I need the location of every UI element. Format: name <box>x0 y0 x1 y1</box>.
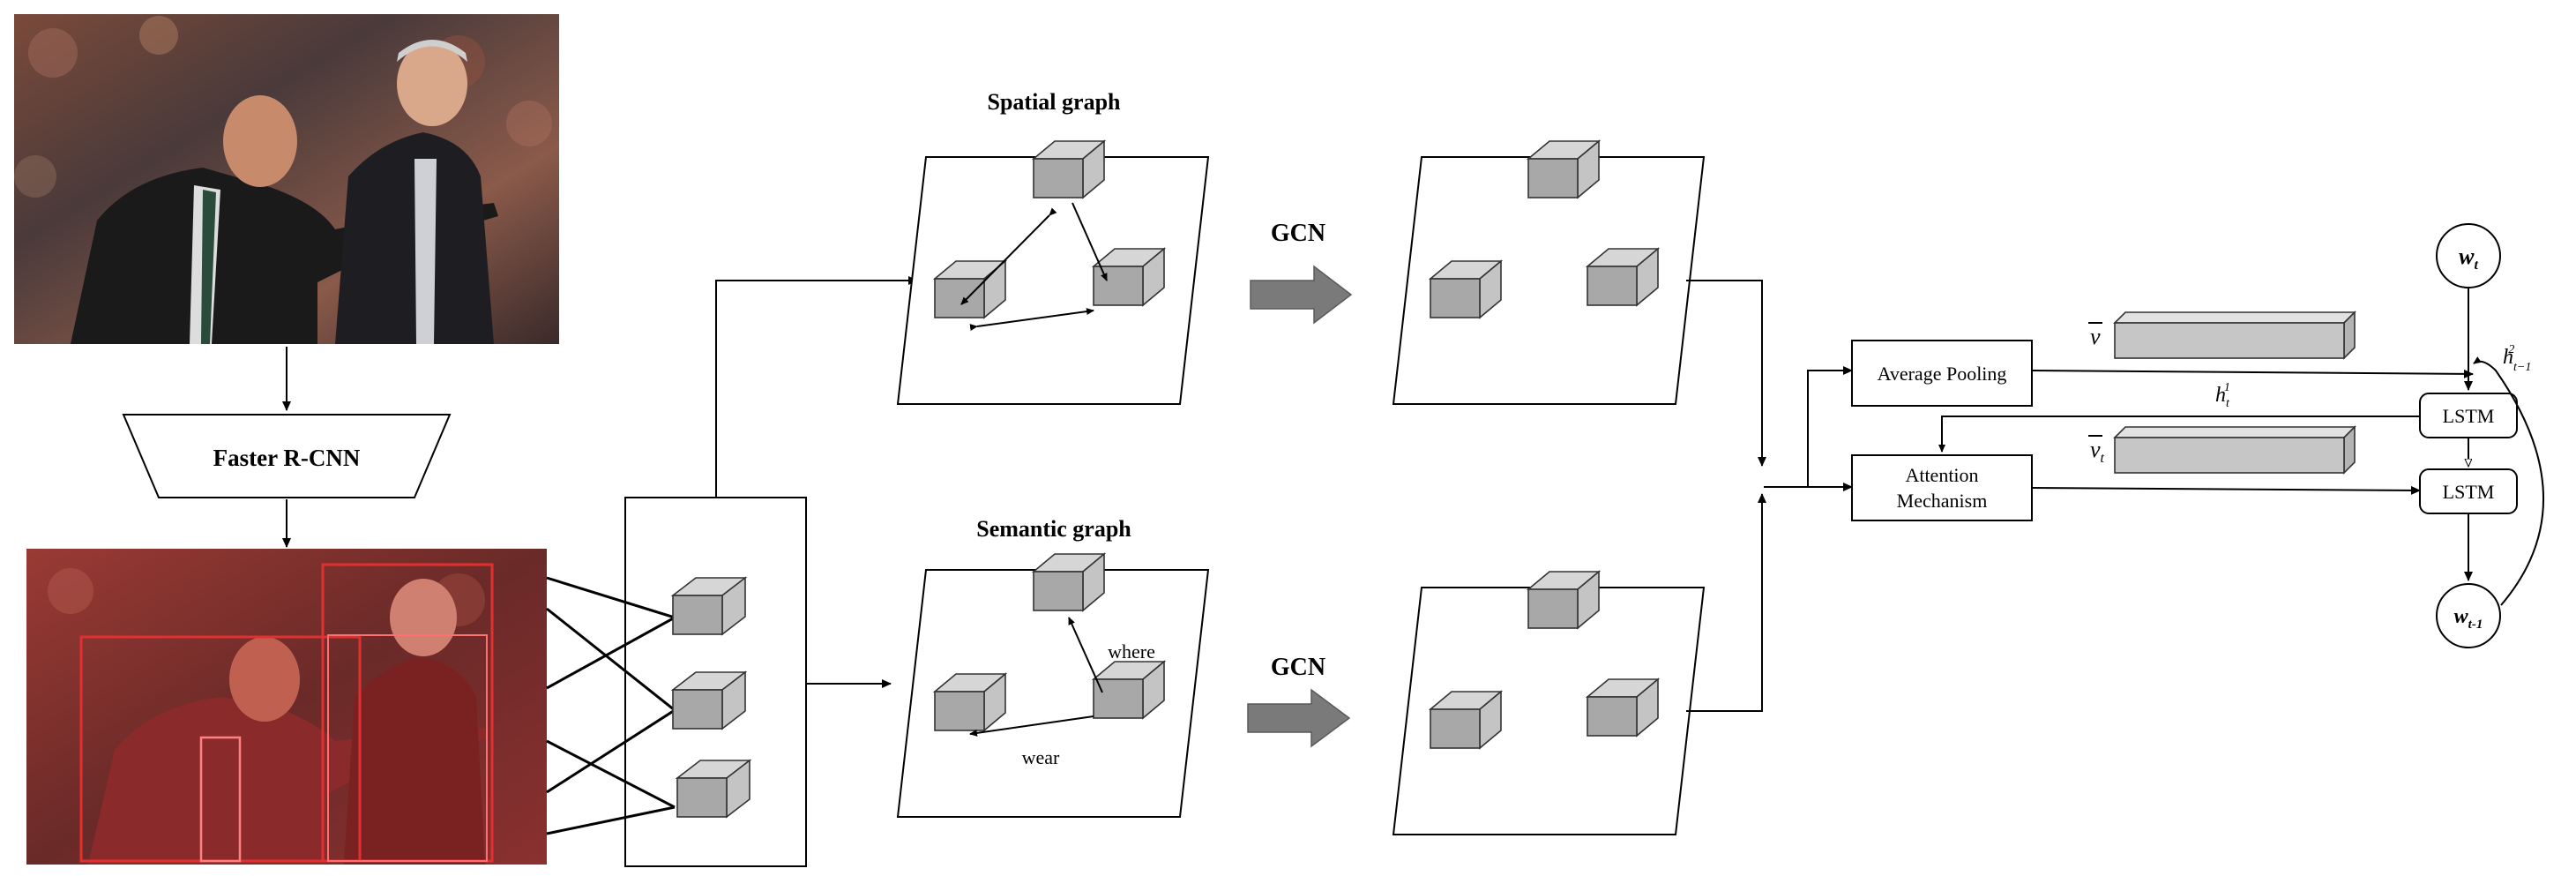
detection-box-inner <box>327 634 488 862</box>
detection-box-tie <box>199 736 242 863</box>
semantic-graph-title: Semantic graph <box>976 516 1131 542</box>
semantic-node-left <box>932 672 1008 732</box>
gcn-bottom: GCN <box>1247 654 1351 748</box>
recurrent-connection <box>2473 356 2544 606</box>
spatial-node-right <box>1091 247 1167 307</box>
semantic-output-node-left <box>1428 690 1504 750</box>
w-t-minus-1-node: wt-1 <box>2436 583 2501 648</box>
region-feature-cube-2 <box>670 670 748 730</box>
gcn-top-label: GCN <box>1271 220 1325 247</box>
v-t-label: vt <box>2090 437 2105 466</box>
edge-label-where: where <box>1108 640 1155 663</box>
spatial-output-node-top <box>1526 139 1602 199</box>
spatial-graph-output <box>1392 139 1706 405</box>
region-features-panel <box>546 497 807 867</box>
person-right-figure <box>335 40 494 344</box>
average-pooling-label: Average Pooling <box>1878 363 2007 385</box>
attention-mechanism-block: Attention Mechanism <box>1851 454 2033 521</box>
input-photo <box>14 14 559 344</box>
h-t-minus-1-2-label: ht−12 <box>2503 343 2531 374</box>
faster-rcnn-block: Faster R-CNN <box>122 414 452 498</box>
spatial-graph: Spatial graph <box>896 89 1210 405</box>
lstm-top-label: LSTM <box>2443 405 2495 427</box>
semantic-node-right <box>1091 660 1167 720</box>
semantic-output-node-right <box>1585 678 1661 737</box>
w-t-minus-1-label: wt-1 <box>2454 605 2483 632</box>
lstm-bottom: LSTM <box>2419 468 2518 514</box>
lstm-bottom-label: LSTM <box>2443 481 2495 503</box>
faster-rcnn-label: Faster R-CNN <box>213 445 361 471</box>
detection-photo <box>26 549 547 865</box>
gcn-top: GCN <box>1250 220 1353 325</box>
v-bar-feature: v <box>2088 311 2356 360</box>
spatial-output-node-right <box>1585 247 1661 307</box>
gcn-top-arrow <box>1250 265 1353 325</box>
edge-label-wear: wear <box>1022 746 1060 768</box>
spatial-output-node-left <box>1428 259 1504 319</box>
semantic-output-node-top <box>1526 570 1602 630</box>
gcn-bottom-arrow <box>1247 688 1351 748</box>
person-left-figure <box>71 95 498 344</box>
lstm-top: LSTM <box>2419 393 2518 438</box>
semantic-graph-output <box>1392 570 1706 835</box>
w-t-node: wt <box>2436 223 2501 288</box>
region-feature-cube-3 <box>675 759 752 819</box>
semantic-node-top <box>1031 552 1107 612</box>
spatial-node-top <box>1031 139 1107 199</box>
attention-label-line2: Mechanism <box>1897 490 1988 512</box>
average-pooling-block: Average Pooling <box>1851 340 2033 407</box>
attention-label-line1: Attention <box>1905 464 1978 486</box>
region-feature-cube-1 <box>670 576 748 636</box>
gcn-bottom-label: GCN <box>1271 654 1325 681</box>
spatial-graph-title: Spatial graph <box>988 89 1122 115</box>
semantic-graph: Semantic graph where wear <box>896 516 1210 818</box>
w-t-label: wt <box>2459 243 2478 273</box>
v-t-feature: vt <box>2088 425 2356 475</box>
h-t-1-label: ht1 <box>2215 381 2230 410</box>
v-bar-label: v <box>2090 324 2101 349</box>
